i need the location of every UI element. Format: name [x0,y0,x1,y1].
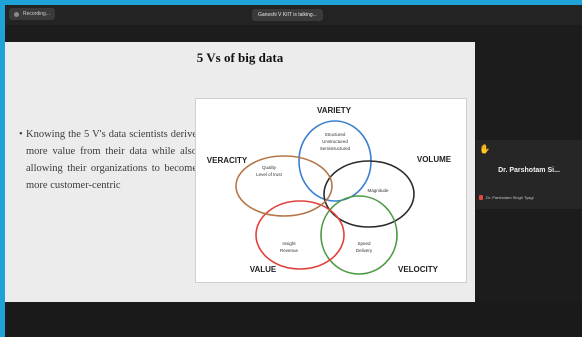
participant-name: Dr. Parshotam Si... [498,167,560,174]
mic-muted-icon [479,195,483,200]
participant-subname: Dr. Parshotam Singh Tyagi [486,195,534,200]
velocity-ellipse [320,195,398,275]
bullet-marker: • [19,129,23,140]
value-item: Revenue [280,248,299,253]
participant-tile[interactable]: ✋ Dr. Parshotam Si... Dr. Parshotam Sing… [476,140,582,209]
velocity-item: Delivery [356,248,373,253]
value-ellipse [255,200,345,270]
veracity-item: Quality [262,165,277,170]
velocity-title: VELOCITY [398,265,439,274]
volume-title: VOLUME [417,155,452,164]
variety-title: VARIETY [317,106,352,115]
variety-item: Semistructured [320,146,351,151]
veracity-title: VERACITY [207,156,248,165]
slide-bullet: • Knowing the 5 V's data scientists deri… [19,126,197,194]
veracity-ellipse [235,155,333,217]
slide-title: 5 Vs of big data [196,50,284,65]
velocity-item: Speed [357,241,371,246]
meeting-bottom-bar [5,302,582,337]
veracity-item: Level of trust [256,172,283,177]
variety-item: Structured [325,132,346,137]
value-title: VALUE [250,265,277,274]
volume-ellipse [323,160,415,228]
volume-item: Magnitude [367,188,389,193]
bullet-text: Knowing the 5 V's data scientists derive… [26,129,197,191]
value-item: Insight [282,241,296,246]
variety-item: Unstructured [322,139,348,144]
active-speaker-label: Ganeshi V KIIT is talking... [258,12,317,18]
five-vs-venn-diagram: VARIETY VOLUME VELOCITY VALUE VERACITY S… [195,98,467,283]
venn-svg: VARIETY VOLUME VELOCITY VALUE VERACITY S… [207,106,452,275]
window-frame-left [0,0,5,337]
shared-slide: 5 Vs of big data • Knowing the 5 V's dat… [5,42,475,302]
recording-label: Recording... [23,11,50,17]
recording-indicator[interactable]: Recording... [9,8,55,20]
recording-dot-icon [14,11,19,17]
active-speaker-indicator: Ganeshi V KIIT is talking... [252,9,323,21]
window-frame-top [0,0,582,5]
participant-footer: Dr. Parshotam Singh Tyagi [479,195,534,200]
raised-hand-icon: ✋ [479,144,491,154]
